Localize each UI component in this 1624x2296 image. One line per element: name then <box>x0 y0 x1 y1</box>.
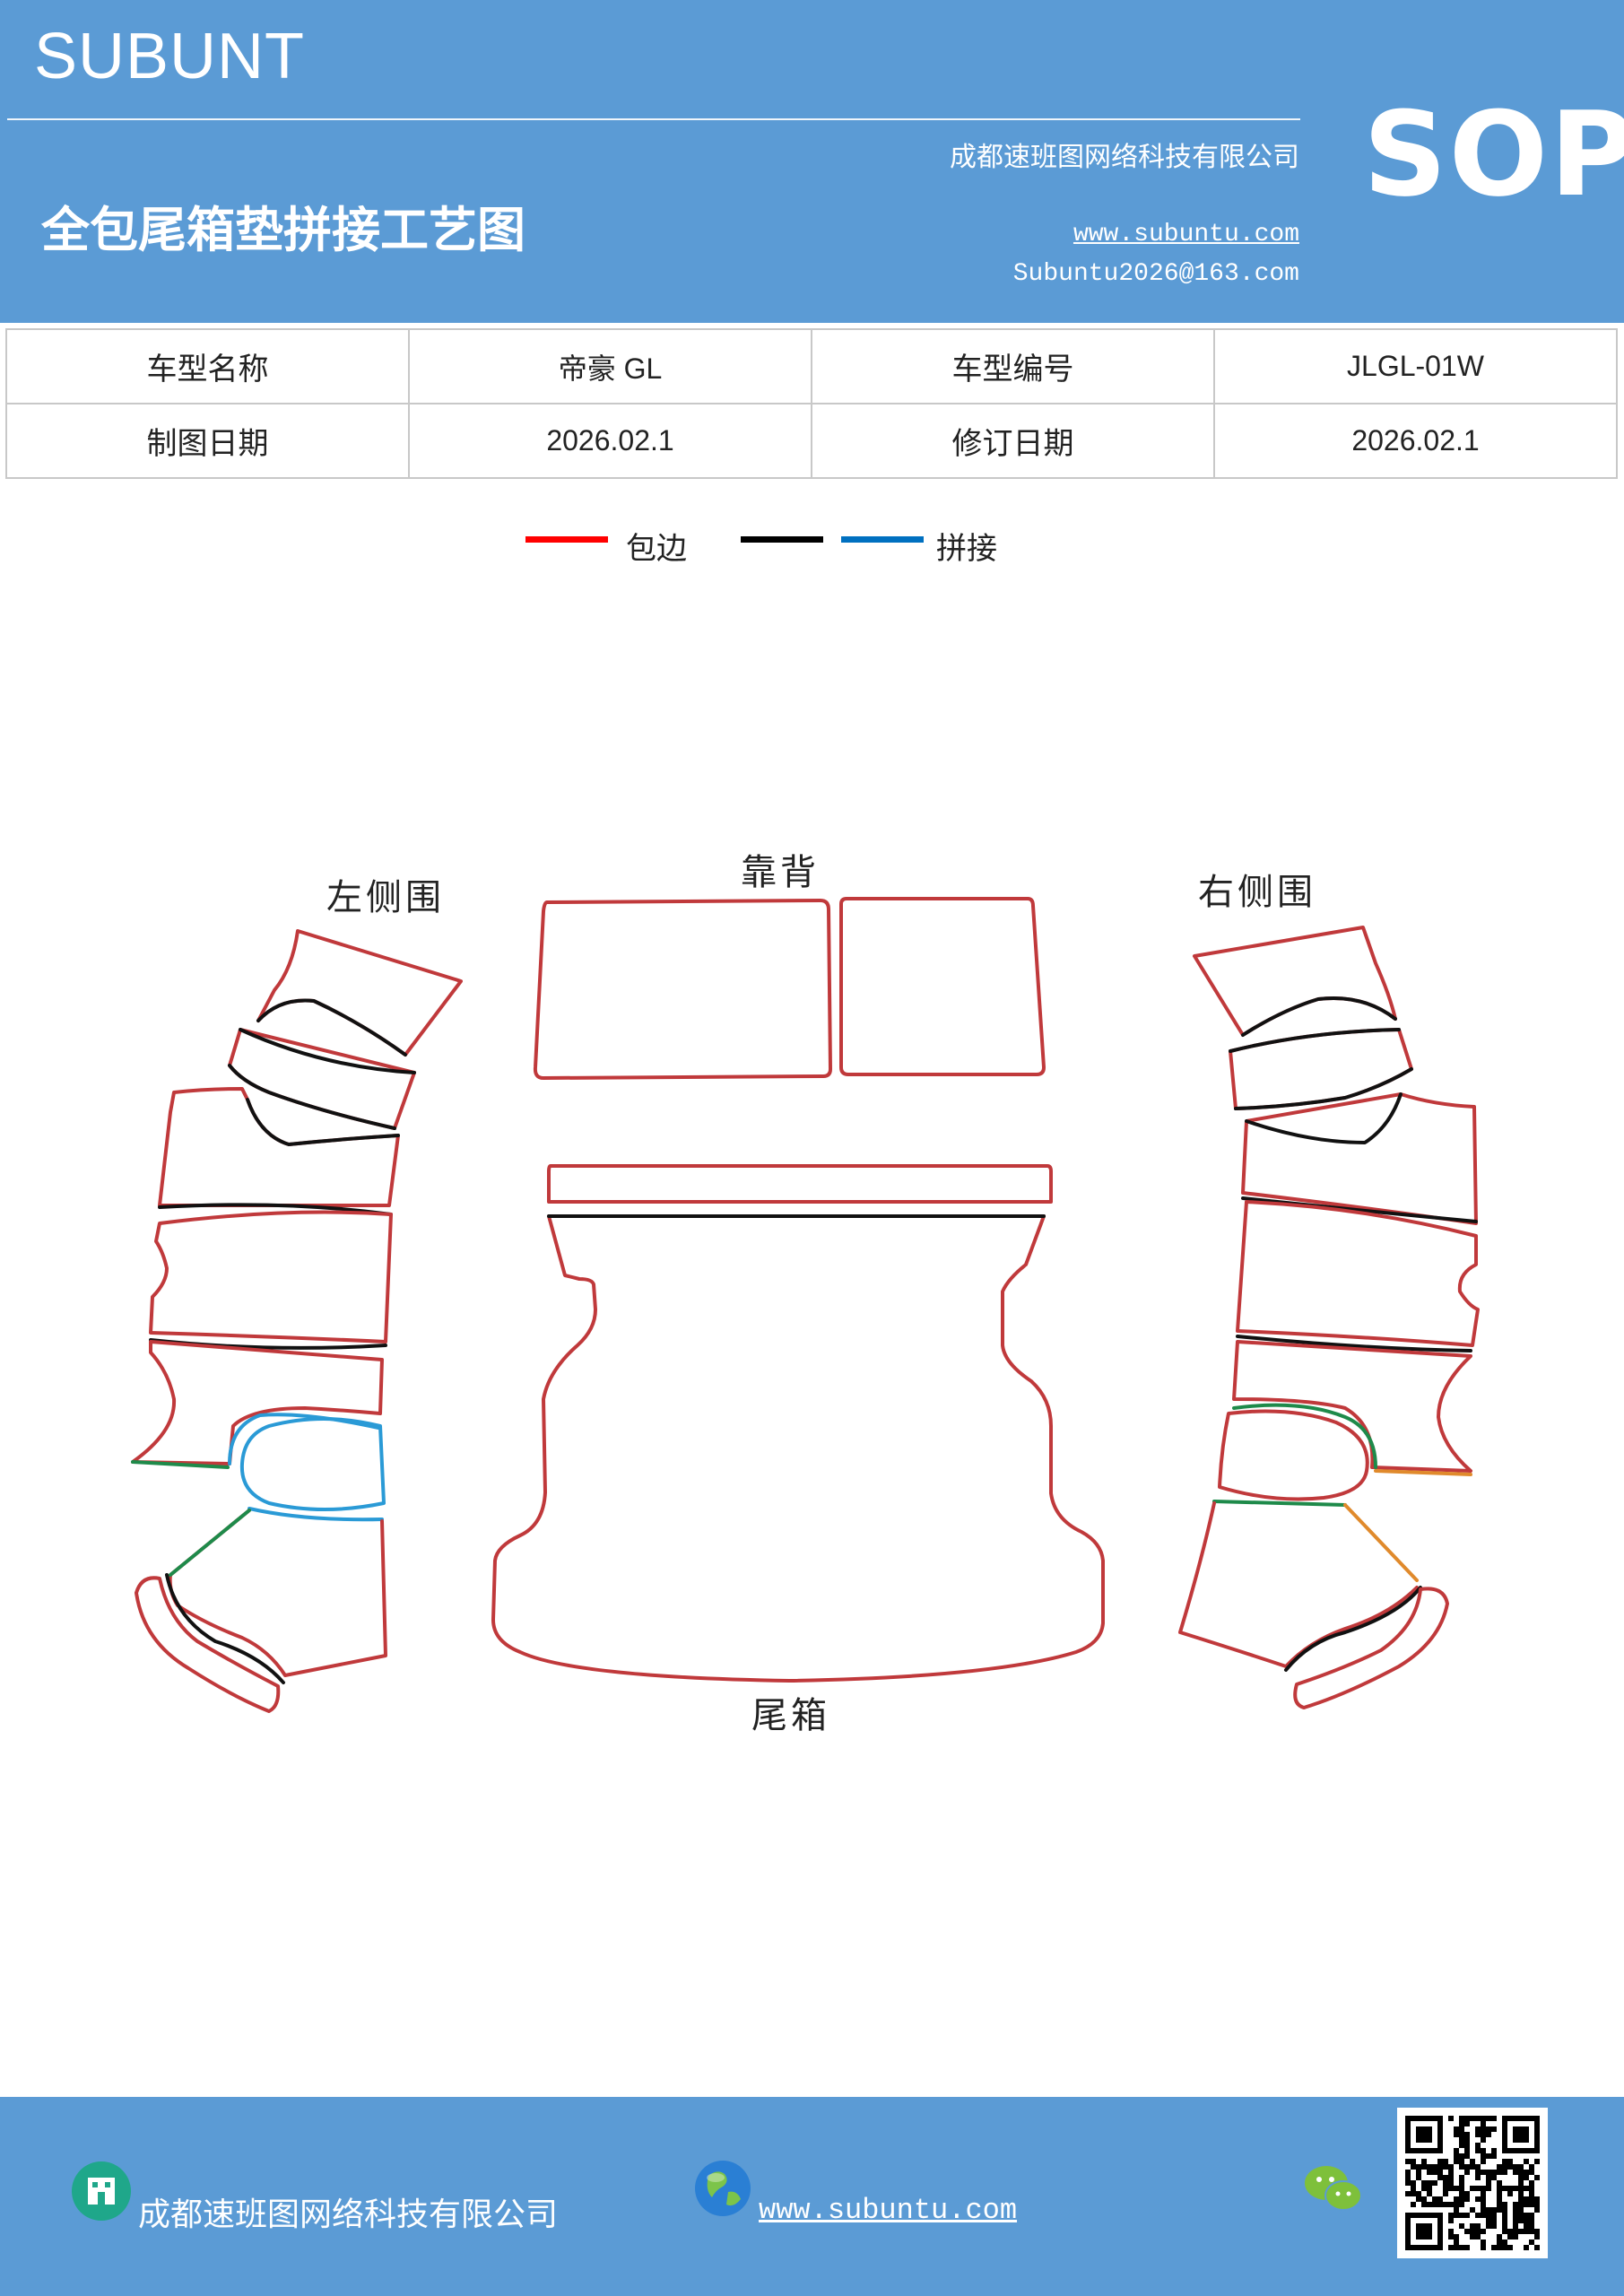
globe-icon <box>695 2161 751 2216</box>
label-right-side: 右侧围 <box>1198 872 1316 913</box>
qr-code[interactable] <box>1397 2108 1548 2258</box>
table-cell: 2026.02.1 <box>408 403 812 479</box>
table-cell: 车型编号 <box>811 328 1215 404</box>
header-email: Subuntu2026@163.com <box>1012 260 1299 288</box>
footer-website-link[interactable]: www.subuntu.com <box>759 2194 1018 2227</box>
legend-line-red <box>525 536 608 543</box>
label-left-side: 左侧围 <box>326 877 445 918</box>
right-side-panels <box>1178 926 1480 1709</box>
brand-name: SUBUNT <box>34 21 306 92</box>
header-website-link[interactable]: www.subuntu.com <box>1073 221 1299 248</box>
legend-line-black <box>741 536 823 543</box>
backrest-right-panel <box>839 897 1046 1076</box>
table-cell: 帝豪 GL <box>408 328 812 404</box>
backrest-left-panel <box>533 899 832 1080</box>
table-cell: 车型名称 <box>5 328 410 404</box>
label-backrest: 靠背 <box>741 852 820 893</box>
building-icon <box>72 2161 131 2221</box>
label-trunk: 尾箱 <box>751 1695 830 1736</box>
header-banner <box>0 0 1624 323</box>
legend-label-join: 拼接 <box>936 531 997 567</box>
legend-line-blue <box>841 536 924 543</box>
header-company: 成都速班图网络科技有限公司 <box>950 142 1299 173</box>
footer-company: 成都速班图网络科技有限公司 <box>138 2196 559 2233</box>
trunk-mat-diagram <box>131 897 1480 1713</box>
page-title: 全包尾箱垫拼接工艺图 <box>41 202 525 258</box>
legend-label-edge: 包边 <box>626 531 687 567</box>
table-cell: 修订日期 <box>811 403 1215 479</box>
wechat-icon <box>1305 2166 1362 2211</box>
sop-badge: SOP <box>1363 86 1624 222</box>
table-cell: 2026.02.1 <box>1213 403 1618 479</box>
table-row: 制图日期 2026.02.1 修订日期 2026.02.1 <box>5 403 1618 479</box>
table-cell: JLGL-01W <box>1213 328 1618 404</box>
header-divider <box>7 118 1300 120</box>
left-side-panels <box>131 929 463 1713</box>
table-row: 车型名称 帝豪 GL 车型编号 JLGL-01W <box>5 328 1618 404</box>
trunk-strip <box>547 1164 1053 1204</box>
table-cell: 制图日期 <box>5 403 410 479</box>
info-table: 车型名称 帝豪 GL 车型编号 JLGL-01W 制图日期 2026.02.1 … <box>5 328 1618 479</box>
trunk-floor-panel <box>491 1214 1105 1683</box>
